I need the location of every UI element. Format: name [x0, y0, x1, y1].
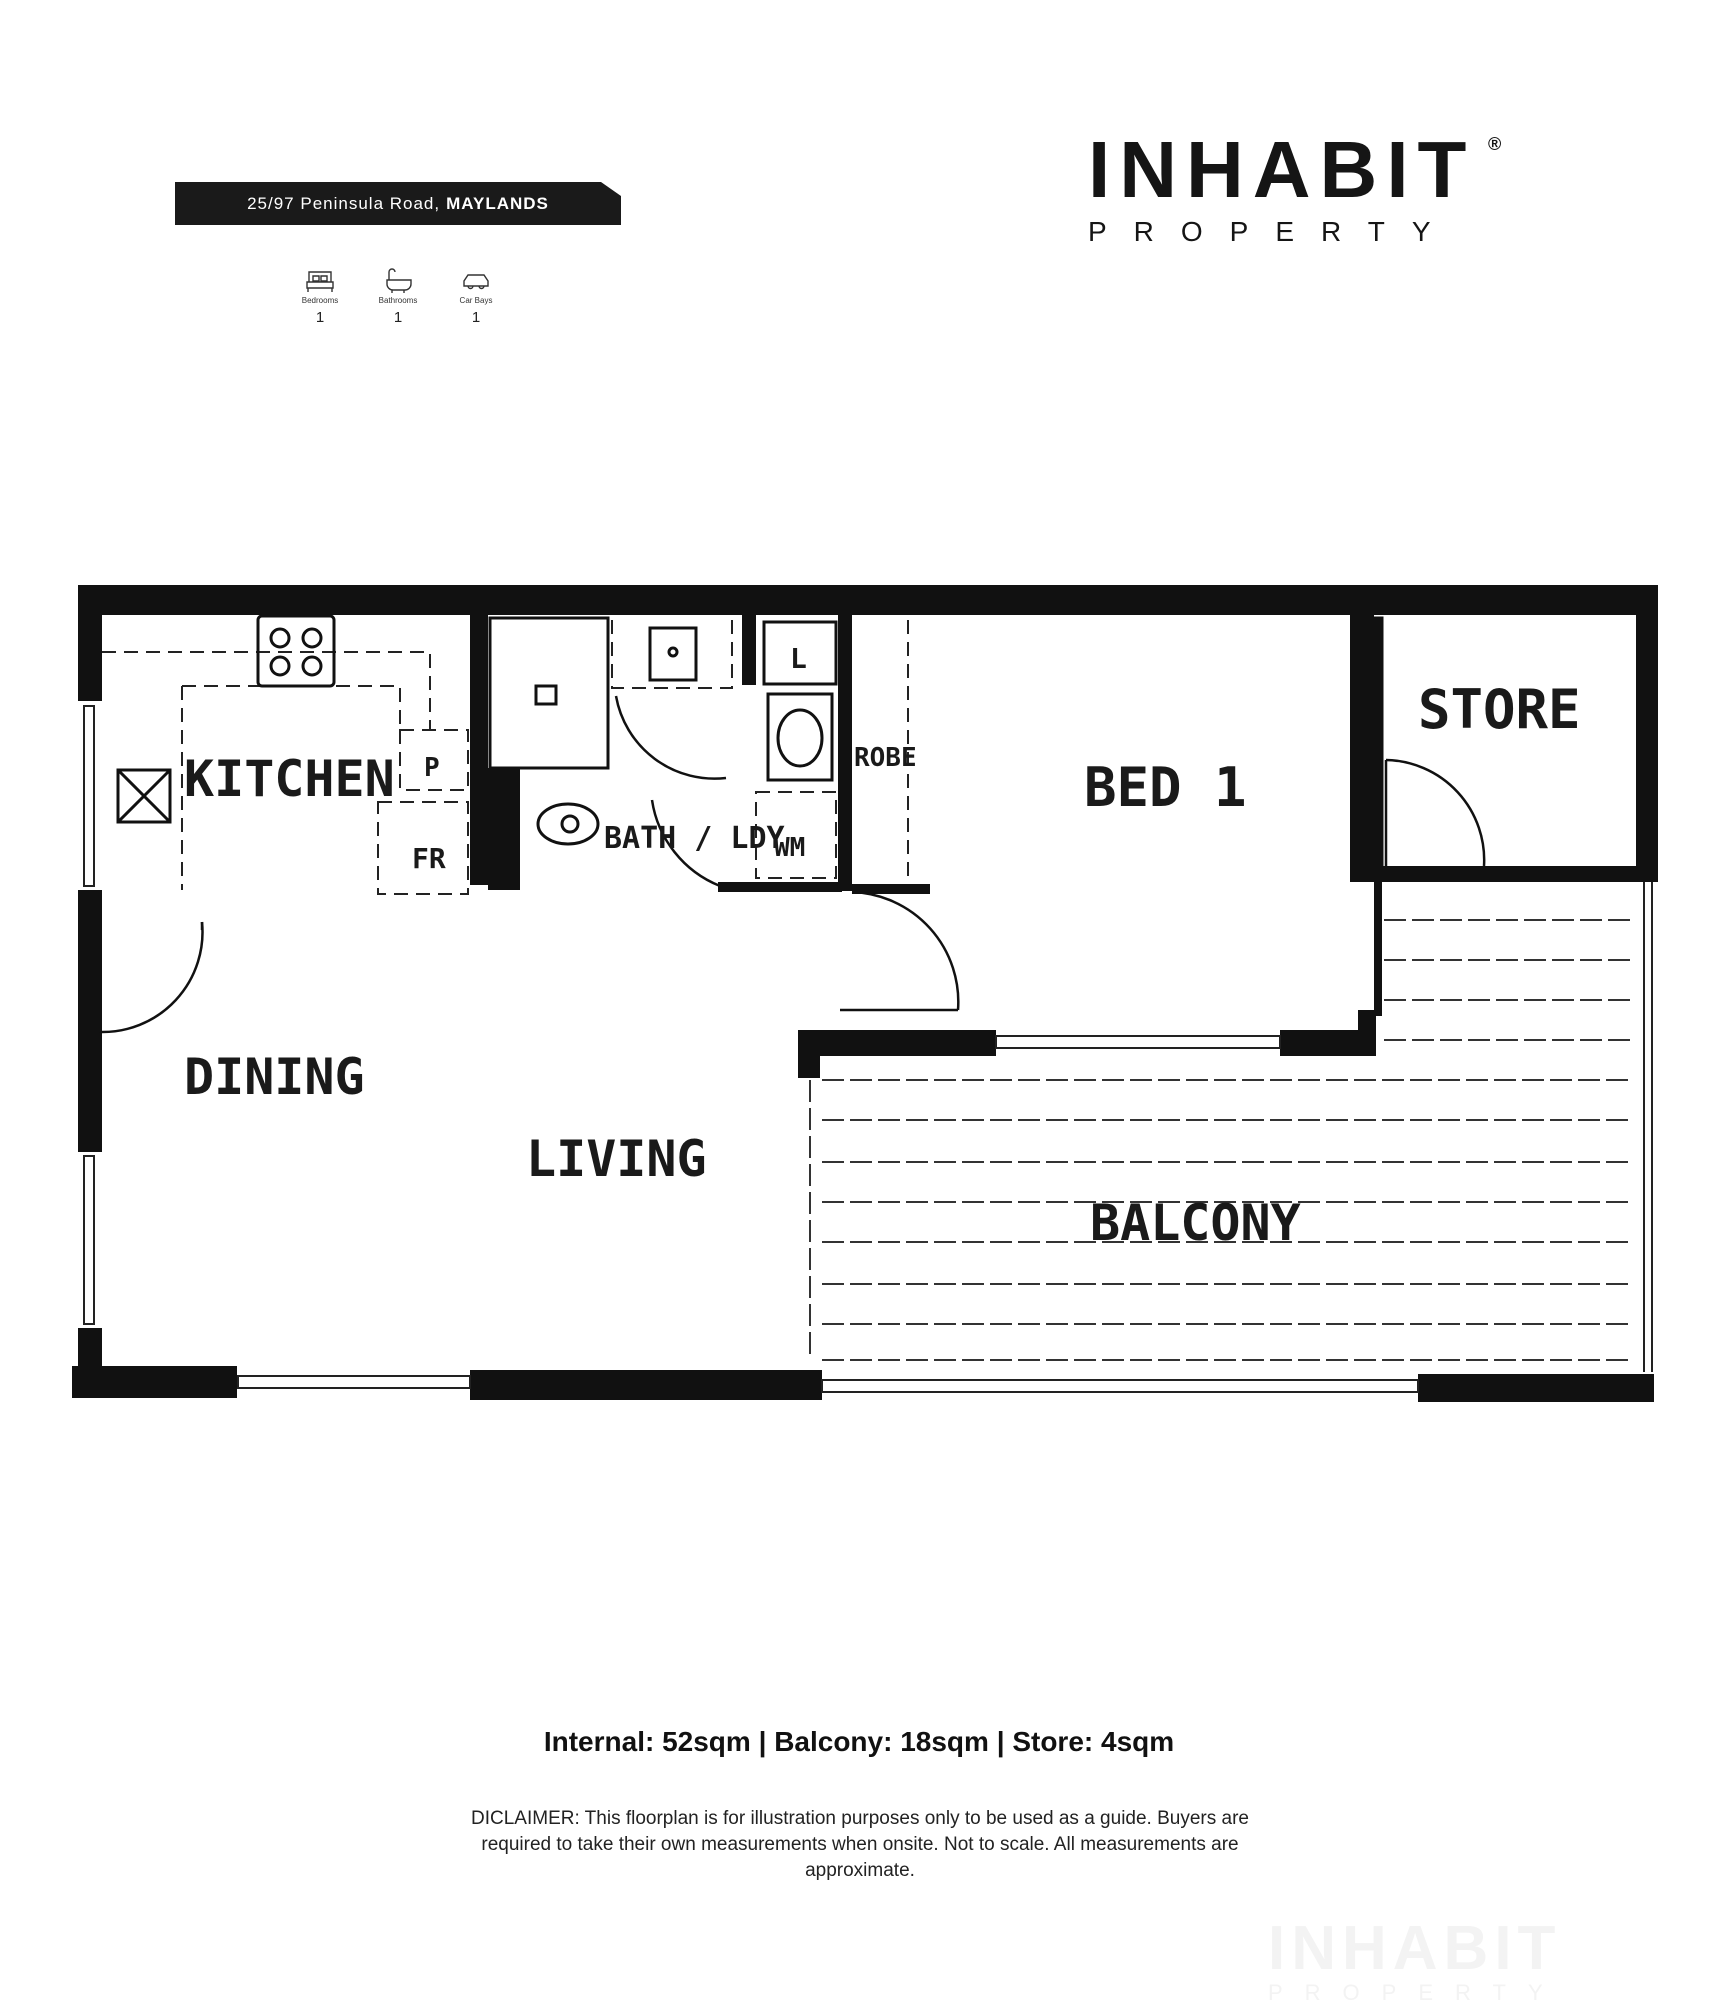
hwu-icon: [116, 768, 172, 824]
fixtures: [116, 614, 1384, 870]
feature-label: Car Bays: [459, 296, 493, 305]
room-label-fridge: FR: [412, 842, 446, 875]
toilet-icon: [536, 802, 600, 846]
walls: [72, 585, 1658, 1402]
bath-icon: [386, 268, 412, 293]
watermark-logo: INHABIT PROPERTY: [1268, 1918, 1648, 2006]
car-icon: [463, 274, 489, 290]
room-label-living: LIVING: [526, 1130, 707, 1188]
feature-count: 1: [471, 309, 481, 326]
room-label-robe: ROBE: [854, 743, 917, 773]
address-banner: 25/97 Peninsula Road, MAYLANDS: [175, 182, 621, 225]
shower-icon: [488, 616, 610, 770]
room-label-bath-laundry: BATH / LDY: [604, 821, 785, 856]
address-street: 25/97 Peninsula Road,: [247, 193, 441, 213]
feature-count: 1: [393, 309, 403, 326]
feature-label: Bedrooms: [301, 296, 339, 305]
laundry-box: [762, 620, 838, 686]
room-label-laundry: L: [790, 642, 807, 675]
brand-logo: INHABIT ® PROPERTY: [1088, 130, 1508, 250]
room-label-pantry: P: [424, 753, 440, 783]
feature-car-bays: Car Bays 1: [436, 268, 516, 326]
laundry-tub-icon: [766, 692, 834, 782]
property-features: Bedrooms 1 Bathrooms 1 Car Bays 1: [280, 268, 520, 338]
room-label-balcony: BALCONY: [1090, 1194, 1301, 1252]
room-label-store: STORE: [1418, 678, 1581, 741]
joinery-outlines: [102, 620, 909, 895]
cooktop-icon: [256, 614, 336, 688]
brand-registered-mark: ®: [1488, 134, 1502, 154]
address-text: 25/97 Peninsula Road, MAYLANDS: [175, 182, 621, 225]
room-label-kitchen: KITCHEN: [184, 750, 395, 808]
basin-icon: [648, 626, 698, 682]
bed-icon: [306, 271, 334, 292]
address-suburb: MAYLANDS: [446, 193, 549, 213]
watermark-name: INHABIT: [1268, 1914, 1562, 1983]
feature-bedrooms: Bedrooms 1: [280, 268, 360, 326]
balcony-deck: [809, 919, 1632, 1361]
watermark-tagline: PROPERTY: [1268, 1980, 1565, 2005]
feature-label: Bathrooms: [378, 296, 418, 305]
disclaimer-text: DICLAIMER: This floorplan is for illustr…: [471, 1808, 1249, 1881]
room-label-bed1: BED 1: [1084, 756, 1247, 819]
banner-shape: [175, 182, 621, 225]
feature-bathrooms: Bathrooms 1: [358, 268, 438, 326]
brand-tagline: PROPERTY: [1088, 216, 1458, 247]
room-label-washing-machine: WM: [774, 833, 805, 863]
area-summary: Internal: 52sqm | Balcony: 18sqm | Store…: [543, 1726, 1175, 1757]
windows: [83, 705, 1653, 1393]
doors: [99, 695, 1486, 1034]
room-label-dining: DINING: [184, 1048, 365, 1106]
feature-count: 1: [315, 309, 325, 326]
brand-name: INHABIT: [1088, 125, 1476, 214]
